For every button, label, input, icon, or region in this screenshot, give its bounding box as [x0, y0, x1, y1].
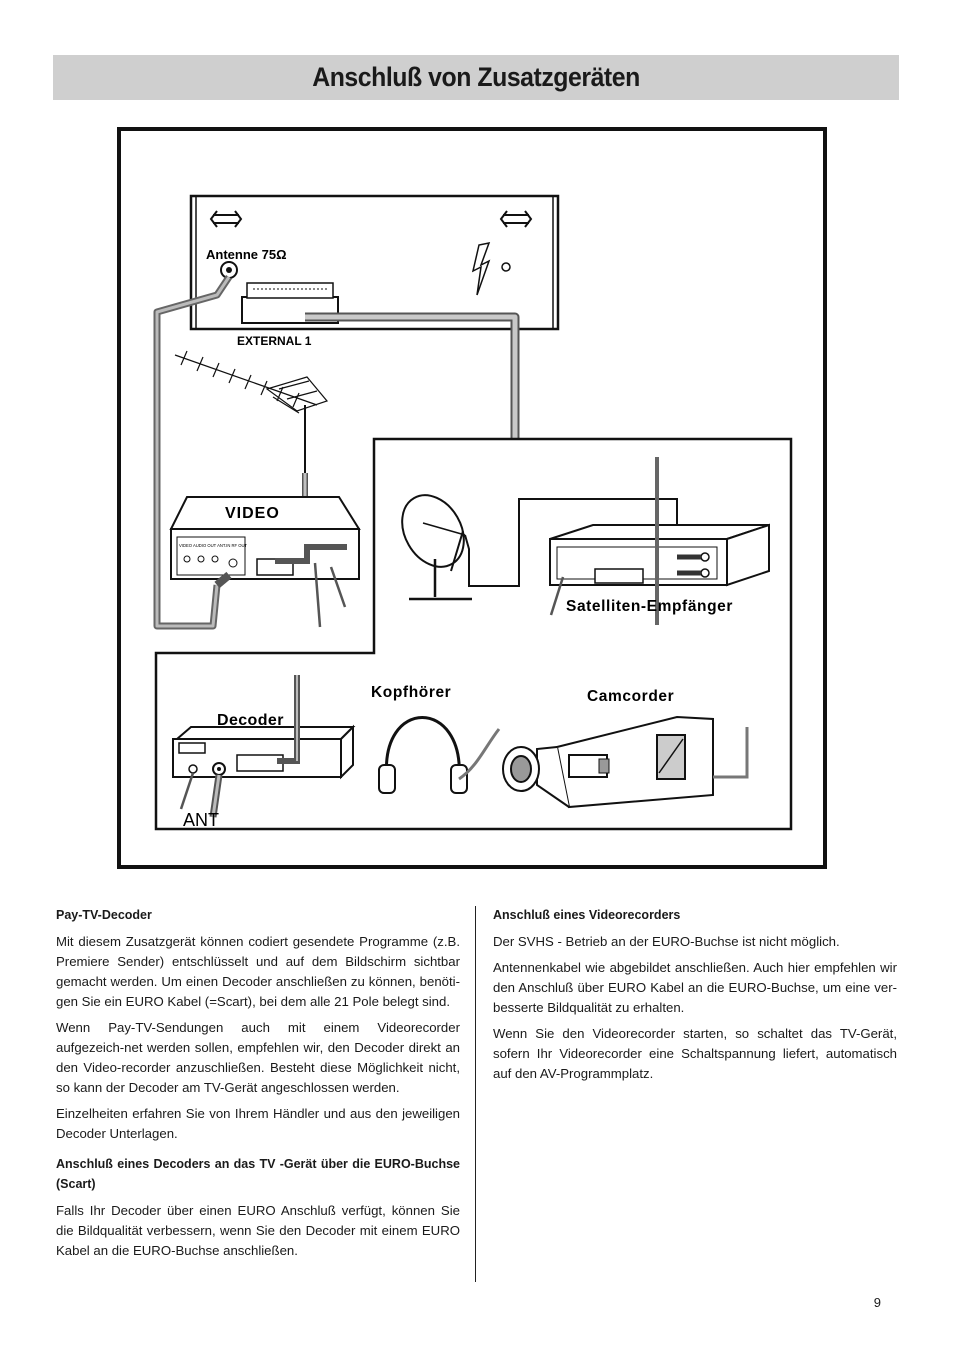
paragraph: Wenn Sie den Videorecorder starten, so s…	[493, 1026, 897, 1081]
warning-lightning-icon	[471, 242, 491, 296]
left-column: Pay-TV-Decoder Mit diesem Zusatzgerät kö…	[56, 905, 460, 1267]
paragraph: Wenn Pay-TV-Sendungen auch mit einem Vid…	[56, 1020, 460, 1095]
decoder-unit	[172, 724, 356, 780]
title-bar: Anschluß von Zusatzgeräten	[53, 55, 899, 100]
decoder-label: Decoder	[217, 712, 284, 729]
paragraph: Mit diesem Zusatzgerät können codiert ge…	[56, 934, 460, 1009]
video-recorder: VIDEO VIDEO AUDIO OUT ANT.IN RF OUT	[169, 496, 361, 580]
column-divider	[475, 906, 476, 1282]
handle-right-icon	[499, 210, 533, 228]
paragraph: Antennenkabel wie abgebildet anschließen…	[493, 960, 897, 1015]
video-label: VIDEO	[225, 505, 280, 522]
heading-pay-tv-decoder: Pay-TV-Decoder	[56, 908, 152, 922]
ant-label: ANT	[183, 810, 219, 830]
paragraph: Der SVHS - Betrieb an der EURO-Buchse is…	[493, 934, 840, 949]
tv-back-panel: Antenne 75Ω	[189, 194, 560, 331]
satellite-receiver	[549, 523, 770, 587]
camcorder-icon	[502, 715, 714, 809]
heading-vcr-connection: Anschluß eines Videorecorders	[493, 908, 681, 922]
satellite-dish-icon	[401, 494, 472, 601]
headphones-label: Kopfhörer	[371, 684, 451, 701]
vcr-jack-labels: VIDEO AUDIO OUT ANT.IN RF OUT	[179, 543, 248, 548]
external-label: EXTERNAL 1	[237, 334, 312, 348]
headphones-icon	[378, 716, 501, 794]
right-column: Anschluß eines Videorecorders Der SVHS -…	[493, 905, 897, 1090]
camcorder-label: Camcorder	[587, 688, 674, 705]
page-title: Anschluß von Zusatzgeräten	[312, 62, 640, 92]
heading-decoder-connection: Anschluß eines Decoders an das TV -Gerät…	[56, 1157, 460, 1191]
connection-diagram-svg: Antenne 75Ω EXTERNAL 1	[117, 127, 827, 869]
paragraph: Falls Ihr Decoder über einen EURO Anschl…	[56, 1203, 460, 1258]
connection-diagram: Antenne 75Ω EXTERNAL 1	[117, 127, 829, 871]
roof-antenna-icon	[174, 350, 329, 477]
accessories-panel	[154, 437, 793, 831]
handle-left-icon	[209, 210, 243, 228]
page-number: 9	[873, 1295, 881, 1310]
paragraph: Einzelheiten erfahren Sie von Ihrem Händ…	[56, 1106, 460, 1141]
antenna-label: Antenne 75Ω	[206, 247, 287, 262]
satellite-receiver-label: Satelliten-Empfänger	[566, 598, 733, 615]
